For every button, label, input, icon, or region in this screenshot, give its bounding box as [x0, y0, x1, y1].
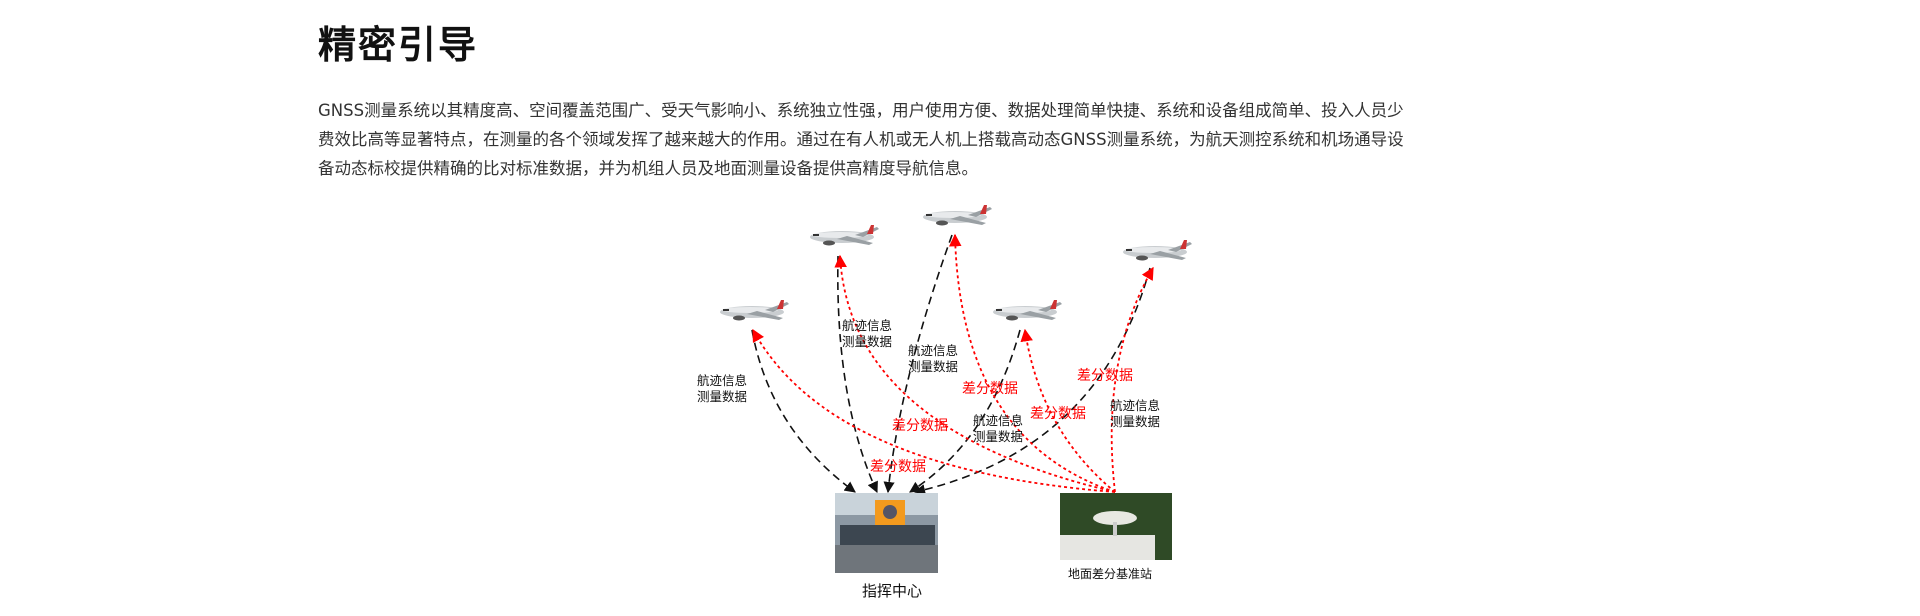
track-data-arrow [837, 255, 878, 494]
svg-text:测量数据: 测量数据 [1110, 414, 1160, 429]
svg-text:测量数据: 测量数据 [697, 389, 747, 404]
diff-data-arrow [1110, 266, 1154, 493]
plane-icon [720, 300, 789, 321]
plane-icon [1123, 240, 1192, 261]
paragraph-line: GNSS测量系统以其精度高、空间覆盖范围广、受天气影响小、系统独立性强，用户使用… [318, 101, 1404, 120]
command-center-photo [835, 493, 938, 573]
track-data-arrow [913, 267, 1151, 496]
description-paragraph: GNSS测量系统以其精度高、空间覆盖范围广、受天气影响小、系统独立性强，用户使用… [318, 96, 1608, 183]
diff-label: 差分数据 [1077, 368, 1133, 384]
svg-text:航迹信息: 航迹信息 [1110, 398, 1160, 413]
ground-station-label: 地面差分基准站 [1068, 567, 1152, 581]
paragraph-line: 费效比高等显著特点，在测量的各个领域发挥了越来越大的作用。通过在有人机或无人机上… [318, 130, 1404, 149]
page-title: 精密引导 [318, 23, 479, 67]
track-data-arrow [751, 329, 856, 493]
track-label: 航迹信息 测量数据 [697, 373, 747, 404]
track-label: 航迹信息 测量数据 [973, 413, 1023, 444]
svg-text:测量数据: 测量数据 [842, 334, 892, 349]
svg-text:航迹信息: 航迹信息 [908, 343, 958, 358]
command-center-label: 指挥中心 [862, 582, 922, 600]
plane-icon [993, 300, 1062, 321]
plane-icon [810, 225, 879, 246]
svg-text:航迹信息: 航迹信息 [697, 373, 747, 388]
track-label: 航迹信息 测量数据 [842, 318, 892, 349]
ground-station-photo [1060, 493, 1172, 560]
diff-data-arrow [834, 254, 1116, 493]
svg-text:测量数据: 测量数据 [908, 359, 958, 374]
track-data-arrow [909, 329, 1021, 493]
plane-icon [923, 205, 992, 226]
diff-label: 差分数据 [1030, 406, 1086, 422]
paragraph-line: 备动态标校提供精确的比对标准数据，并为机组人员及地面测量设备提供高精度导航信息。 [318, 159, 978, 178]
svg-text:航迹信息: 航迹信息 [973, 413, 1023, 428]
diff-label: 差分数据 [892, 418, 948, 434]
diff-data-arrow [948, 233, 1116, 493]
track-label: 航迹信息 测量数据 [1110, 398, 1160, 429]
track-data-arrow [883, 234, 953, 494]
svg-text:测量数据: 测量数据 [973, 429, 1023, 444]
diff-label: 差分数据 [870, 459, 926, 475]
diff-label: 差分数据 [962, 381, 1018, 397]
diff-data-arrow [752, 328, 1116, 493]
svg-text:航迹信息: 航迹信息 [842, 318, 892, 333]
track-label: 航迹信息 测量数据 [908, 343, 958, 374]
